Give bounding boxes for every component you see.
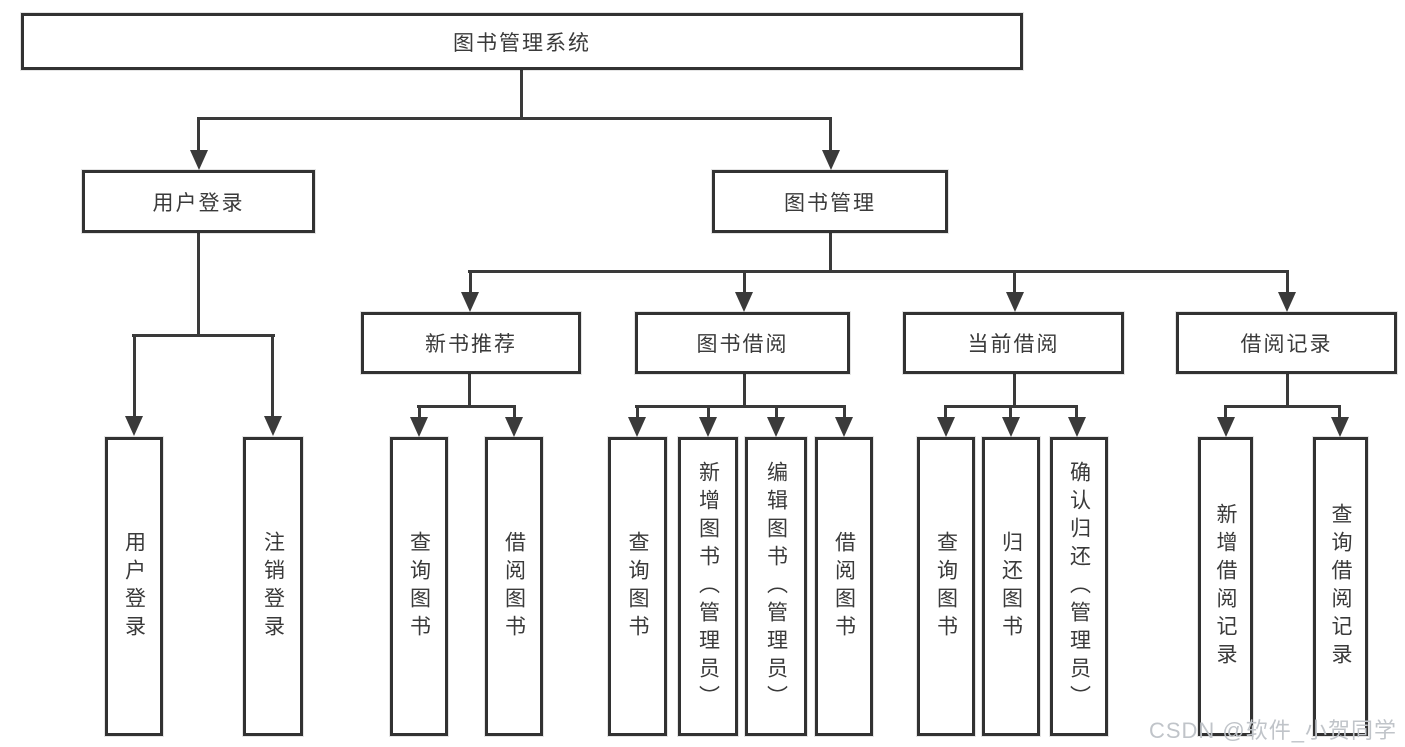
node-leaf-add-book-admin-label: 新增图书（管理员） bbox=[696, 460, 720, 713]
connector-current-borrow-drop bbox=[1013, 270, 1016, 294]
node-leaf-borrow-books-borrow: 借阅图书 bbox=[815, 437, 873, 736]
arrow-query-borrow-record bbox=[1331, 417, 1349, 437]
node-leaf-query-books-current: 查询图书 bbox=[917, 437, 975, 736]
arrow-user-login bbox=[190, 150, 208, 170]
connector-query-books-borrow-drop bbox=[636, 405, 639, 419]
node-borrow-records: 借阅记录 bbox=[1176, 312, 1397, 374]
arrow-confirm-return bbox=[1068, 417, 1086, 437]
arrow-borrow-records bbox=[1278, 292, 1296, 312]
connector-borrow-records-rail bbox=[1224, 405, 1341, 408]
connector-user-login-drop bbox=[197, 117, 200, 153]
node-book-mgmt: 图书管理 bbox=[712, 170, 948, 233]
connector-book-mgmt-rail bbox=[468, 270, 1288, 273]
node-leaf-add-borrow-record-label: 新增借阅记录 bbox=[1214, 502, 1237, 671]
arrow-book-mgmt bbox=[822, 150, 840, 170]
connector-leaf-logout-drop bbox=[271, 334, 274, 418]
node-book-borrow-label: 图书借阅 bbox=[696, 333, 789, 356]
node-leaf-query-books-borrow-label: 查询图书 bbox=[626, 530, 649, 643]
connector-query-books-rec-drop bbox=[418, 405, 421, 419]
connector-borrow-books-borrow-drop bbox=[843, 405, 846, 419]
arrow-return-books bbox=[1002, 417, 1020, 437]
node-leaf-borrow-books-rec: 借阅图书 bbox=[485, 437, 543, 736]
connector-root-stem bbox=[520, 69, 523, 119]
connector-return-books-drop bbox=[1009, 405, 1012, 419]
arrow-leaf-logout bbox=[264, 416, 282, 436]
connector-new-book-rec-drop bbox=[469, 270, 472, 294]
node-leaf-borrow-books-borrow-label: 借阅图书 bbox=[832, 530, 856, 643]
node-leaf-borrow-books-rec-label: 借阅图书 bbox=[502, 530, 526, 643]
node-user-login: 用户登录 bbox=[82, 170, 315, 233]
node-leaf-query-borrow-record: 查询借阅记录 bbox=[1313, 437, 1368, 736]
watermark-text: CSDN @软件_小贺同学 bbox=[1148, 718, 1397, 743]
node-leaf-confirm-return-admin: 确认归还（管理员） bbox=[1050, 437, 1108, 736]
arrow-add-book-admin bbox=[699, 417, 717, 437]
arrow-new-book-rec bbox=[461, 292, 479, 312]
connector-new-book-rec-stem bbox=[468, 373, 471, 407]
node-root-label: 图书管理系统 bbox=[453, 31, 591, 55]
node-current-borrow-label: 当前借阅 bbox=[967, 333, 1060, 356]
node-leaf-query-books-borrow: 查询图书 bbox=[608, 437, 667, 736]
connector-query-books-current-drop bbox=[944, 405, 947, 419]
node-root: 图书管理系统 bbox=[21, 13, 1023, 70]
node-leaf-logout-label: 注销登录 bbox=[261, 530, 285, 643]
arrow-add-borrow-record bbox=[1217, 417, 1235, 437]
arrow-borrow-books-rec bbox=[505, 417, 523, 437]
arrow-borrow-books-borrow bbox=[835, 417, 853, 437]
node-new-book-rec: 新书推荐 bbox=[361, 312, 581, 374]
node-leaf-edit-book-admin-label: 编辑图书（管理员） bbox=[764, 460, 788, 713]
node-leaf-query-borrow-record-label: 查询借阅记录 bbox=[1329, 502, 1352, 671]
node-leaf-add-book-admin: 新增图书（管理员） bbox=[678, 437, 738, 736]
node-book-borrow: 图书借阅 bbox=[635, 312, 850, 374]
connector-new-book-rec-rail bbox=[417, 405, 516, 408]
connector-leaf-user-login-drop bbox=[133, 334, 136, 418]
connector-confirm-return-drop bbox=[1075, 405, 1078, 419]
connector-edit-book-admin-drop bbox=[775, 405, 778, 419]
node-new-book-rec-label: 新书推荐 bbox=[425, 333, 517, 356]
connector-add-book-admin-drop bbox=[707, 405, 710, 419]
connector-book-mgmt-drop bbox=[829, 117, 832, 153]
node-leaf-return-books: 归还图书 bbox=[982, 437, 1040, 736]
connector-user-login-rail bbox=[132, 334, 275, 337]
arrow-query-books-current bbox=[937, 417, 955, 437]
node-leaf-user-login-label: 用户登录 bbox=[122, 530, 146, 643]
node-current-borrow: 当前借阅 bbox=[903, 312, 1124, 374]
connector-book-borrow-drop bbox=[743, 270, 746, 294]
node-leaf-add-borrow-record: 新增借阅记录 bbox=[1198, 437, 1253, 736]
connector-borrow-records-stem bbox=[1286, 373, 1289, 407]
connector-book-mgmt-stem bbox=[829, 232, 832, 272]
arrow-query-books-rec bbox=[410, 417, 428, 437]
connector-user-login-stem bbox=[197, 232, 200, 336]
connector-add-borrow-record-drop bbox=[1224, 405, 1227, 419]
arrow-leaf-user-login bbox=[125, 416, 143, 436]
connector-current-borrow-stem bbox=[1013, 373, 1016, 407]
arrow-query-books-borrow bbox=[628, 417, 646, 437]
node-book-mgmt-label: 图书管理 bbox=[784, 191, 876, 215]
connector-query-borrow-record-drop bbox=[1338, 405, 1341, 419]
node-leaf-confirm-return-admin-label: 确认归还（管理员） bbox=[1067, 460, 1091, 713]
node-leaf-query-books-current-label: 查询图书 bbox=[934, 530, 958, 643]
node-leaf-edit-book-admin: 编辑图书（管理员） bbox=[745, 437, 807, 736]
node-leaf-return-books-label: 归还图书 bbox=[999, 530, 1023, 643]
connector-root-rail bbox=[197, 117, 832, 120]
connector-borrow-books-rec-drop bbox=[513, 405, 516, 419]
node-leaf-query-books-rec-label: 查询图书 bbox=[407, 530, 431, 643]
node-leaf-logout: 注销登录 bbox=[243, 437, 303, 736]
arrow-current-borrow bbox=[1006, 292, 1024, 312]
connector-book-borrow-rail bbox=[635, 405, 845, 408]
node-borrow-records-label: 借阅记录 bbox=[1240, 333, 1333, 356]
node-leaf-user-login: 用户登录 bbox=[105, 437, 163, 736]
arrow-edit-book-admin bbox=[767, 417, 785, 437]
connector-book-borrow-stem bbox=[743, 373, 746, 407]
connector-borrow-records-drop bbox=[1286, 270, 1289, 294]
arrow-book-borrow bbox=[735, 292, 753, 312]
node-user-login-label: 用户登录 bbox=[152, 191, 245, 215]
node-leaf-query-books-rec: 查询图书 bbox=[390, 437, 448, 736]
